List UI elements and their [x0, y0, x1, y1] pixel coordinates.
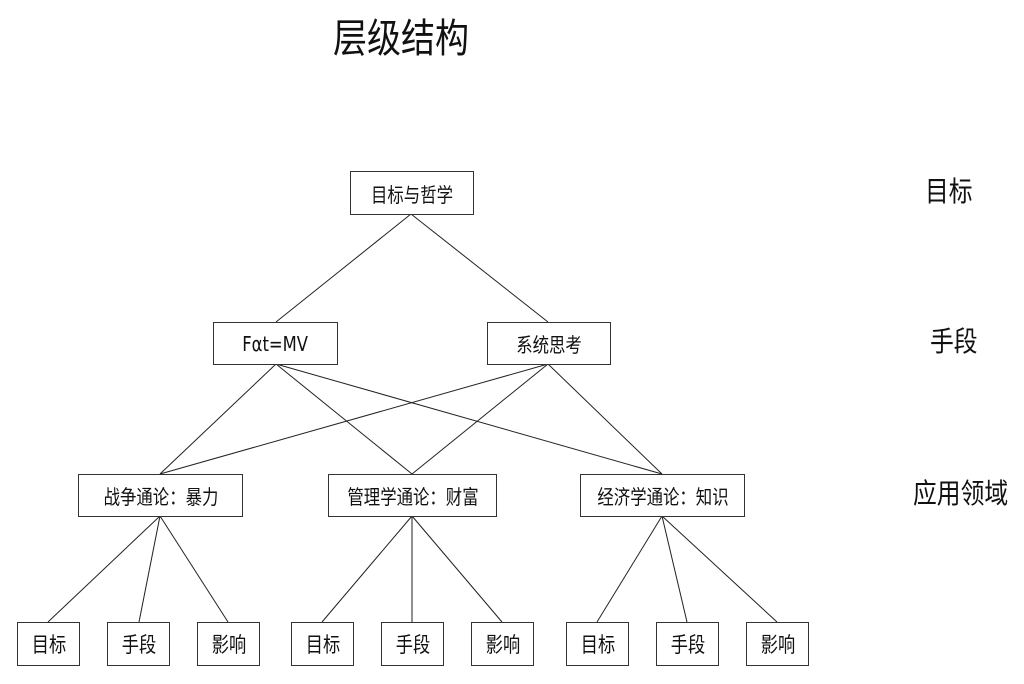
leaf-management-goal-label: 目标 — [305, 633, 340, 657]
node-means-systems-thinking-label: 系统思考 — [516, 333, 582, 357]
node-app-management-label: 管理学通论：财富 — [346, 485, 479, 509]
edge-war-leaf-2 — [138, 515, 161, 623]
diagram-title: 层级结构 — [333, 16, 469, 62]
leaf-war-goal-label: 目标 — [31, 633, 66, 657]
edge-management-leaf-3 — [411, 515, 503, 623]
leaf-war-means-label: 手段 — [121, 633, 156, 657]
leaf-economics-goal: 目标 — [566, 622, 629, 666]
node-means-formula: Fαt=MV — [213, 322, 338, 365]
edge-war-leaf-3 — [159, 515, 229, 623]
node-app-war: 战争通论：暴力 — [78, 474, 243, 517]
node-app-economics-label: 经济学通论：知识 — [596, 485, 729, 509]
edge-means-right-management — [411, 363, 549, 475]
leaf-war-impact-label: 影响 — [211, 633, 246, 657]
node-root: 目标与哲学 — [350, 171, 474, 215]
leaf-economics-impact-label: 影响 — [760, 633, 795, 657]
edge-management-leaf-1 — [321, 515, 413, 623]
leaf-management-impact: 影响 — [471, 622, 534, 666]
edge-means-right-war — [159, 363, 549, 475]
edge-root-means-left — [275, 213, 412, 323]
level-label-goal: 目标 — [925, 170, 981, 210]
edge-economics-leaf-3 — [661, 515, 778, 623]
leaf-economics-impact: 影响 — [746, 622, 809, 666]
leaf-management-goal: 目标 — [291, 622, 354, 666]
leaf-war-impact: 影响 — [197, 622, 260, 666]
level-label-goal-text: 目标 — [925, 175, 973, 208]
node-means-systems-thinking: 系统思考 — [487, 322, 611, 365]
level-label-application-text: 应用领域 — [913, 477, 1009, 510]
edge-economics-leaf-2 — [661, 515, 688, 623]
edge-means-left-war — [159, 363, 277, 475]
level-label-means-text: 手段 — [930, 325, 978, 358]
node-app-war-label: 战争通论：暴力 — [103, 485, 218, 509]
edge-means-left-management — [275, 363, 413, 475]
leaf-economics-means: 手段 — [656, 622, 719, 666]
node-app-economics: 经济学通论：知识 — [580, 474, 745, 517]
leaf-economics-means-label: 手段 — [670, 633, 705, 657]
edge-war-leaf-1 — [47, 515, 161, 623]
leaf-management-impact-label: 影响 — [485, 633, 520, 657]
leaf-war-means: 手段 — [107, 622, 170, 666]
leaf-economics-goal-label: 目标 — [580, 633, 615, 657]
leaf-war-goal: 目标 — [17, 622, 80, 666]
level-label-application: 应用领域 — [913, 472, 1024, 512]
node-app-management: 管理学通论：财富 — [328, 474, 497, 517]
leaf-management-means: 手段 — [381, 622, 444, 666]
leaf-management-means-label: 手段 — [395, 633, 430, 657]
edge-root-means-right — [410, 213, 549, 323]
level-label-means: 手段 — [930, 320, 986, 360]
edge-means-right-economics — [547, 363, 663, 475]
edge-means-left-economics — [275, 363, 663, 475]
edge-economics-leaf-1 — [596, 515, 663, 623]
node-means-formula-label: Fαt=MV — [242, 331, 309, 356]
node-root-label: 目标与哲学 — [371, 182, 453, 207]
